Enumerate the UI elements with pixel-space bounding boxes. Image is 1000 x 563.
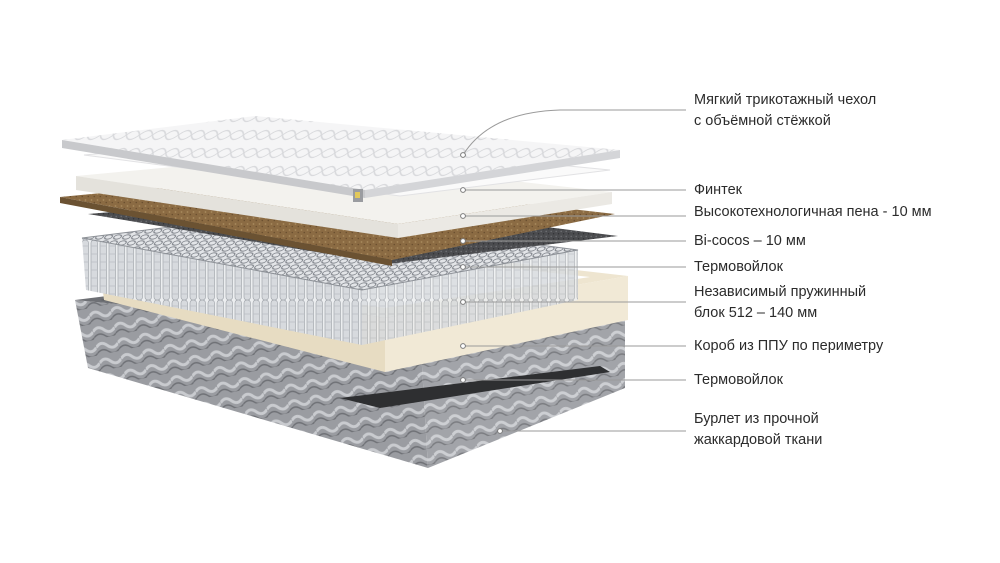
- leader-dot-springs: [460, 299, 466, 305]
- label-jacquard: Бурлет из прочной жаккардовой ткани: [694, 411, 823, 448]
- leader-dot-felt-top: [460, 264, 466, 270]
- label-bicocos: Bi-cocos – 10 мм: [694, 233, 806, 249]
- leader-dot-fintek: [460, 187, 466, 193]
- label-springs: Независимый пружинный блок 512 – 140 мм: [694, 284, 867, 321]
- label-felt-top: Термовойлок: [694, 259, 783, 275]
- label-cover: Мягкий трикотажный чехол с объёмной стёж…: [694, 92, 877, 129]
- leader-dot-ppu: [460, 343, 466, 349]
- leader-dots: [460, 152, 503, 434]
- label-fintek: Финтек: [694, 182, 743, 198]
- leader-dot-felt-bottom: [460, 377, 466, 383]
- leader-line-cover: [462, 109, 686, 156]
- label-ppu: Короб из ППУ по периметру: [694, 338, 884, 354]
- leader-dot-cover: [460, 152, 466, 158]
- leader-lines: [462, 109, 686, 432]
- leader-dot-bicocos: [460, 238, 466, 244]
- label-felt-bottom: Термовойлок: [694, 372, 783, 388]
- quilted-cover: [62, 116, 620, 202]
- leader-dot-foam: [460, 213, 466, 219]
- label-foam: Высокотехнологичная пена - 10 мм: [694, 204, 932, 220]
- leader-dot-jacquard: [497, 428, 503, 434]
